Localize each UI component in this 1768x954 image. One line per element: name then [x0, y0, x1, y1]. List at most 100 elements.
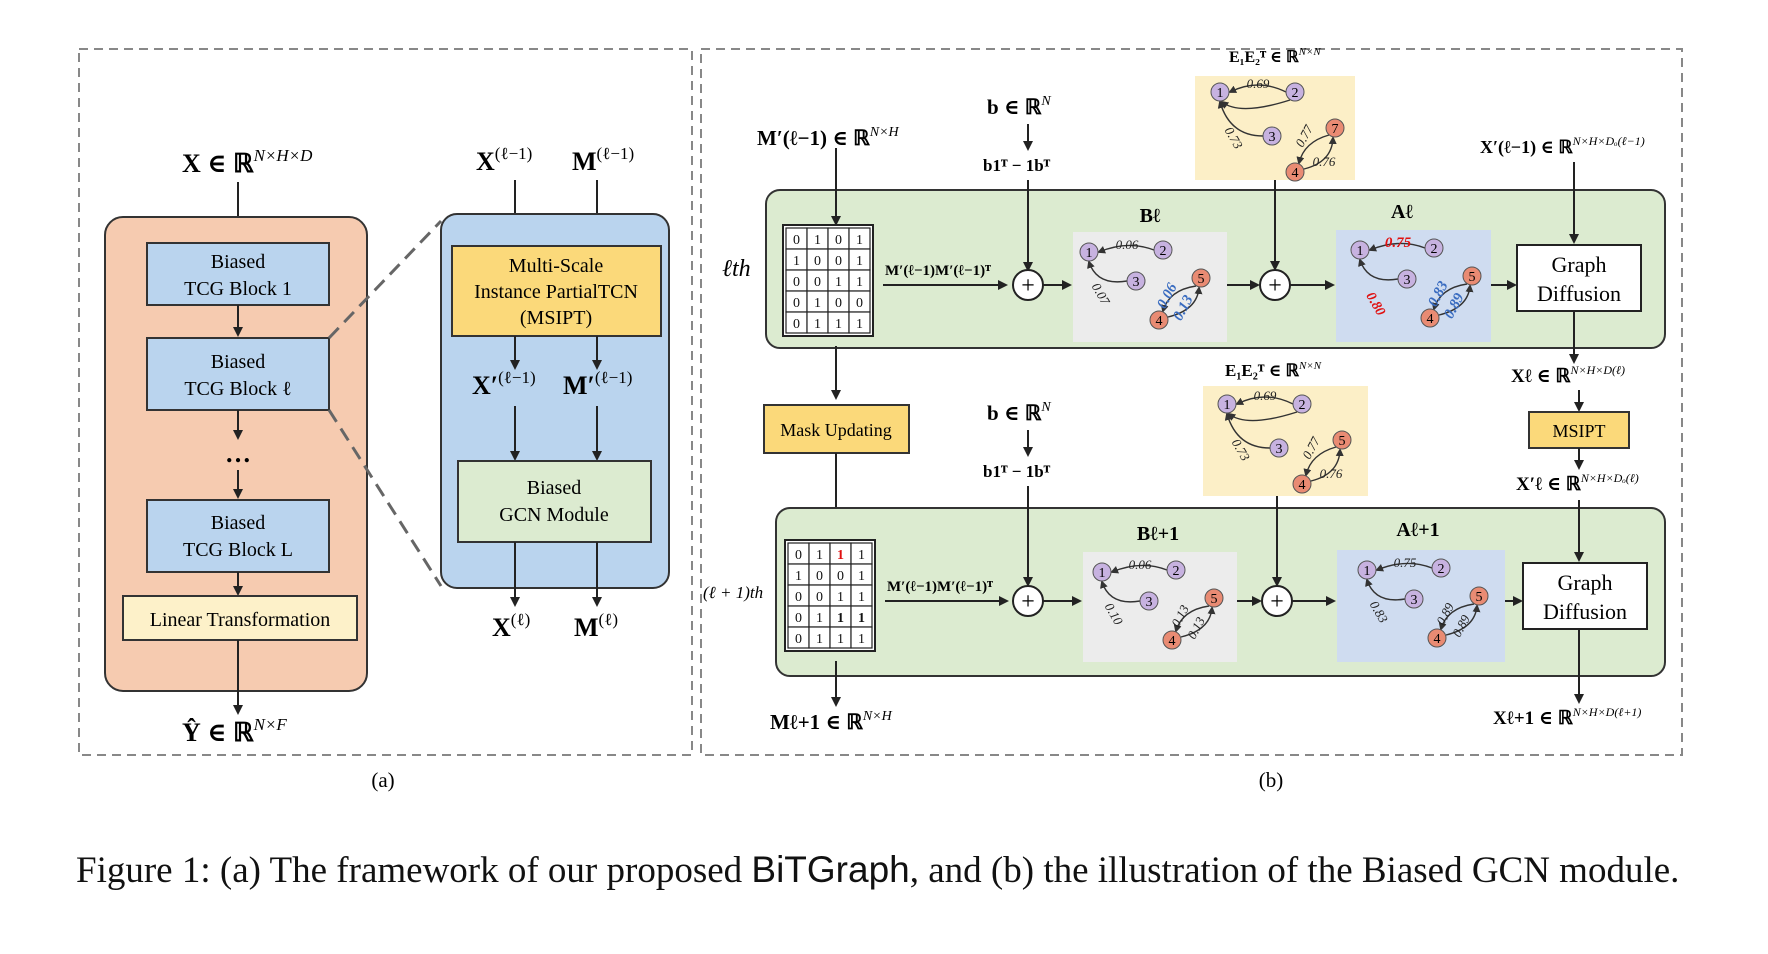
graph-node-label: 2 — [1438, 562, 1445, 577]
graph-node — [1292, 474, 1312, 494]
graph-node-label: 4 — [1156, 314, 1163, 329]
figure-caption: Figure 1: (a) The framework of our propo… — [76, 849, 1680, 891]
x-l-output: Xℓ ∈ ℝN×H×D(ℓ) — [1511, 363, 1625, 387]
tcg-block-1-line2: TCG Block 1 — [184, 278, 292, 300]
graph-node-label: 4 — [1299, 478, 1306, 493]
mask-cell-value: 1 — [837, 611, 844, 626]
edge-weight: 0.75 — [1385, 235, 1412, 251]
mask-cell-value: 1 — [856, 317, 863, 332]
mask-cell-value: 0 — [835, 296, 842, 311]
graph-edge — [1445, 604, 1481, 636]
graph-node — [1210, 82, 1230, 102]
graph-node-label: 5 — [1211, 592, 1218, 607]
graph-node — [1292, 394, 1312, 414]
graph-node-label: 5 — [1476, 590, 1483, 605]
graph-edge — [1228, 84, 1287, 93]
mask-cell-value: 1 — [837, 632, 844, 647]
graph-node-label: 1 — [1099, 566, 1106, 581]
mask-cell-value: 1 — [858, 590, 865, 605]
a-l1-label: Aℓ+1 — [1396, 519, 1439, 541]
graph-node-label: 1 — [1086, 246, 1093, 261]
m-next-output: Mℓ+1 ∈ ℝN×H — [770, 709, 893, 734]
mm-label-l1: M′(ℓ−1)M′(ℓ−1)ᵀ — [887, 579, 993, 595]
graph-node-label: 3 — [1269, 130, 1276, 145]
graph-node — [1162, 630, 1182, 650]
graph-node — [1092, 562, 1112, 582]
mask-cell-value: 0 — [795, 590, 802, 605]
graph-edge — [1173, 605, 1210, 633]
graph-node-label: 2 — [1292, 86, 1299, 101]
panel-a: X ∈ ℝN×H×D Biased TCG Block 1 Biased TCG… — [78, 48, 693, 792]
panel-b-label: (b) — [1259, 768, 1284, 792]
graph-diffusion-l1 — [1522, 562, 1648, 630]
graph-node — [1153, 240, 1173, 260]
zoom-output-m: M(ℓ) — [574, 610, 618, 642]
panel-a-input: X ∈ ℝN×H×D — [182, 146, 313, 178]
b-l-label: Bℓ — [1140, 205, 1161, 227]
graph-edge — [1180, 606, 1216, 638]
x-next-output: Xℓ+1 ∈ ℝN×H×D(ℓ+1) — [1493, 705, 1641, 729]
panel-b: M′(ℓ−1) ∈ ℝN×H b ∈ ℝN b1ᵀ − 1bᵀ E₁E₂ᵀ ∈ … — [700, 46, 1683, 792]
mask-cell-value: 1 — [816, 611, 823, 626]
mask-cell-value: 1 — [858, 569, 865, 584]
graph-node — [1431, 558, 1451, 578]
graph-edge — [1220, 99, 1291, 110]
panel-a-border — [78, 48, 693, 756]
zoom-mid-m: M′(ℓ−1) — [563, 368, 632, 400]
biased-gcn-line2: GCN Module — [499, 504, 609, 526]
graph-node-label: 7 — [1332, 122, 1339, 137]
graph-edge — [1160, 285, 1197, 313]
graph-edge — [1235, 396, 1294, 405]
linear-transformation-label: Linear Transformation — [150, 609, 331, 631]
mask-cell-value: 0 — [835, 254, 842, 269]
graph-edge — [1097, 244, 1155, 254]
graph-edge — [1217, 100, 1264, 137]
graph-node — [1350, 240, 1370, 260]
graph-edge — [1431, 283, 1468, 311]
mask-cell-value: 0 — [795, 611, 802, 626]
edge-weight: 0.69 — [1247, 76, 1270, 91]
graph-edge — [1375, 562, 1433, 572]
tcg-block-1-line1: Biased — [211, 251, 265, 273]
graph-node-label: 4 — [1292, 166, 1299, 181]
graph-edge — [1167, 286, 1203, 318]
graph-node — [1424, 238, 1444, 258]
graph-edge — [1110, 564, 1168, 574]
svg-text:Graph: Graph — [1552, 252, 1607, 277]
mask-cell-value: 0 — [795, 632, 802, 647]
graph-node — [1217, 394, 1237, 414]
mm-label-l: M′(ℓ−1)M′(ℓ−1)ᵀ — [885, 263, 991, 279]
svg-text:Diffusion: Diffusion — [1543, 599, 1627, 624]
mask-updating-box — [763, 404, 910, 454]
b-outer-top: b1ᵀ − 1bᵀ — [983, 156, 1051, 175]
mask-cell-value: 1 — [858, 632, 865, 647]
zoom-input-m: M(ℓ−1) — [572, 144, 634, 176]
b-vector-mid: b ∈ ℝN — [987, 400, 1051, 425]
svg-text:Diffusion: Diffusion — [1537, 281, 1621, 306]
graph-node — [1285, 162, 1305, 182]
graph-node-label: 3 — [1411, 593, 1418, 608]
graph-node-label: 2 — [1173, 564, 1180, 579]
tcg-block-detail: X(ℓ−1) M(ℓ−1) Multi-Scale Instance Parti… — [440, 144, 670, 642]
mask-cell-value: 0 — [856, 296, 863, 311]
tcg-ellipsis: … — [225, 439, 251, 468]
graph-diffusion-l — [1516, 244, 1642, 312]
graph-node — [1126, 271, 1146, 291]
graph-node — [1166, 560, 1186, 580]
mask-cell-value: 0 — [816, 590, 823, 605]
graph-node — [1325, 118, 1345, 138]
biased-gcn-box — [457, 460, 652, 543]
msipt-box — [451, 245, 662, 337]
mask-cell-value: 1 — [814, 317, 821, 332]
graph-node-label: 1 — [1224, 398, 1231, 413]
layer-l-label: ℓth — [722, 256, 751, 282]
mask-cell-value: 1 — [816, 548, 823, 563]
graph-node — [1427, 628, 1447, 648]
tcg-block-l — [146, 337, 330, 411]
panel-b-border — [700, 48, 1683, 756]
b-vector-top: b ∈ ℝN — [987, 94, 1051, 119]
